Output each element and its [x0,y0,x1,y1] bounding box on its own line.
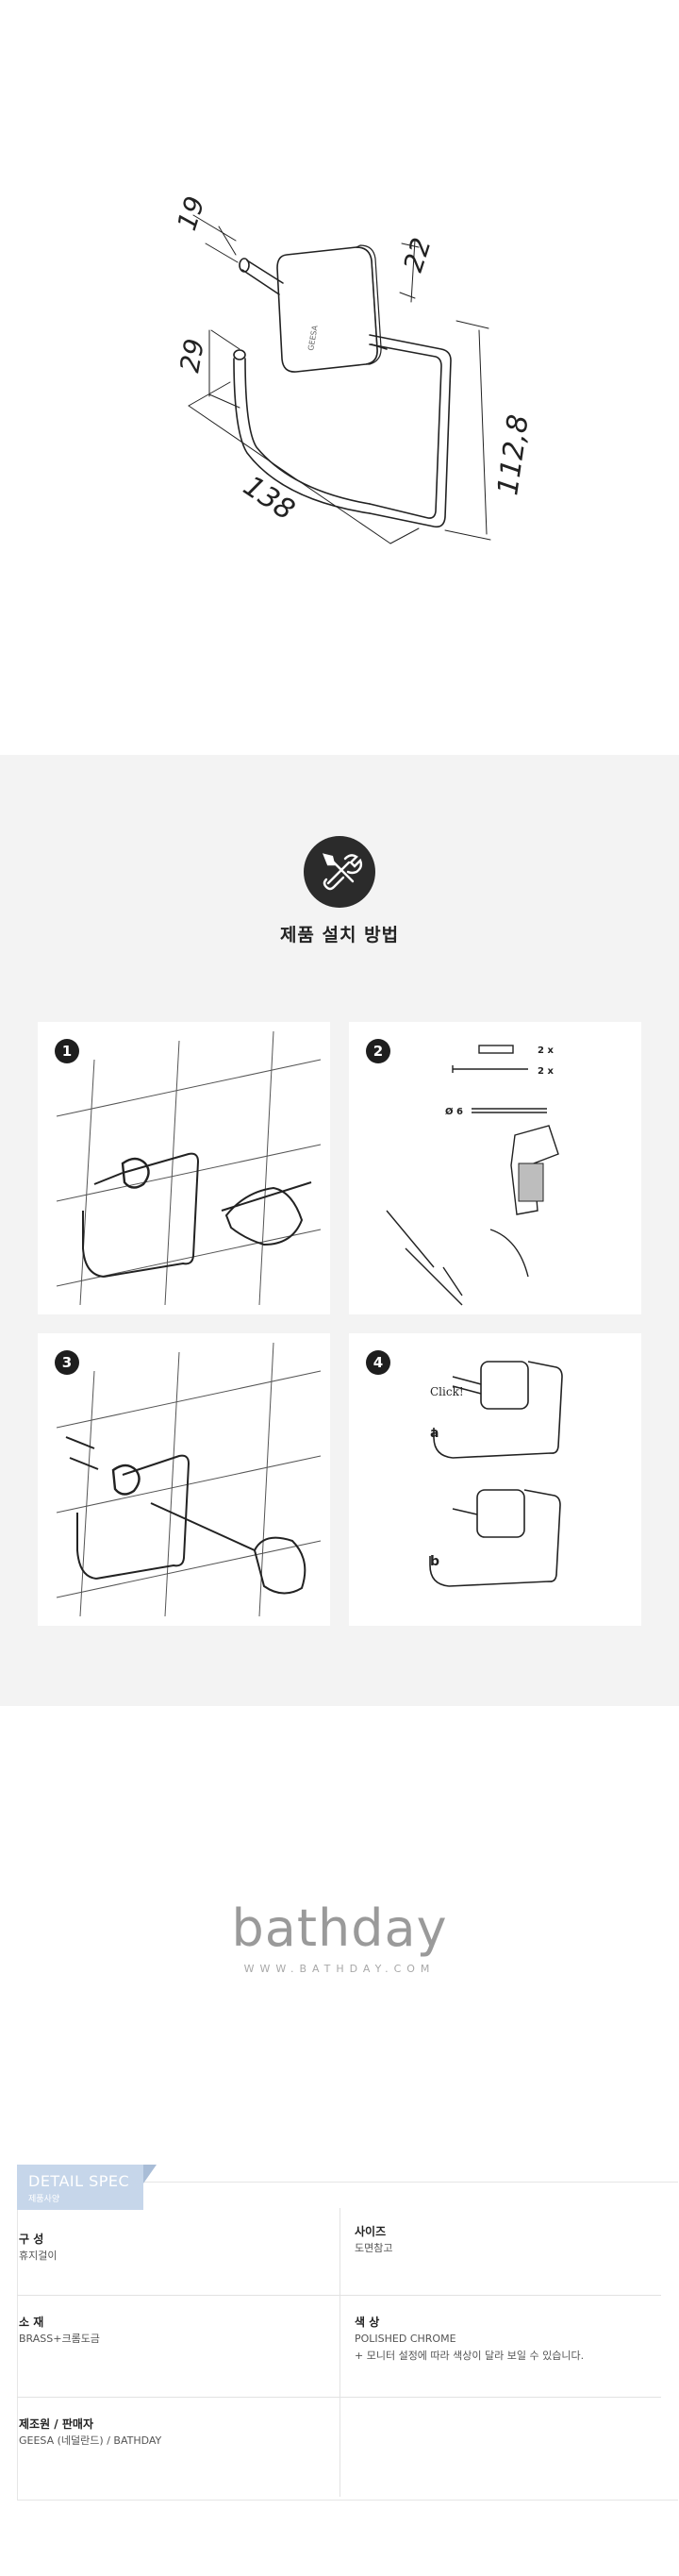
rose-logo-text: GEESA [306,325,320,352]
spec-tab-title: DETAIL SPEC [28,2172,130,2190]
spec-label-material: 소 재 [19,2316,44,2329]
spec-value-color: POLISHED CHROME [355,2333,456,2345]
spec-label-composition: 구 성 [19,2233,44,2246]
spec-row-divider [17,2295,661,2296]
spec-tab-subtitle: 제품사양 [28,2195,60,2204]
dim-22: 22 [397,234,437,276]
install-step-3: 3 [38,1333,330,1626]
spec-label-manufacturer: 제조원 / 판매자 [19,2417,93,2431]
brand-url: WWW.BATHDAY.COM [243,1963,436,1975]
spec-tab [17,2165,143,2210]
anchor-quantity: 2 x [538,1045,554,1056]
dim-19: 19 [171,192,210,234]
installation-title: 제품 설치 방법 [279,925,400,945]
spec-color-note: + 모니터 설정에 따라 색상이 달라 보일 수 있습니다. [355,2350,585,2362]
step-number: 4 [366,1350,390,1375]
install-step-4: Click! a b 4 [349,1333,641,1626]
step-number: 1 [55,1039,79,1063]
spec-value-size: 도면참고 [355,2242,393,2254]
dim-138: 138 [238,470,301,527]
step-number: 2 [366,1039,390,1063]
spec-label-size: 사이즈 [355,2225,387,2238]
option-b-label: b [430,1554,439,1569]
spec-label-color: 색 상 [355,2316,380,2329]
screw-quantity: 2 x [538,1066,554,1077]
dimension-drawing: 19 22 29 112,8 138 GEESA [171,192,536,544]
option-a-label: a [430,1426,439,1441]
brand-section [0,1706,679,2178]
step-1-illustration [56,1030,322,1306]
spec-value-composition: 휴지걸이 [19,2250,58,2262]
dim-29: 29 [174,336,210,375]
step-4-illustration: Click! a b [429,1361,563,1587]
wrench-screwdriver-icon [323,853,363,891]
dimension-drawing-section: 19 22 29 112,8 138 GEESA [0,0,679,755]
step-number: 3 [55,1350,79,1375]
spec-table [17,2182,678,2501]
step-3-illustration [56,1342,322,1617]
step-2-illustration: 2 x 2 x Ø 6 [386,1045,559,1306]
drill-size: Ø 6 [445,1106,463,1117]
spec-value-material: BRASS+크롬도금 [19,2333,100,2345]
install-step-2: 2 x 2 x Ø 6 2 [349,1022,641,1314]
install-step-1: 1 [38,1022,330,1314]
spec-row-divider [17,2397,661,2398]
brand-logo: bathday [231,1899,448,1958]
spec-tab-fold [143,2165,157,2183]
click-label: Click! [430,1385,464,1398]
tools-badge [304,836,375,908]
spec-value-manufacturer: GEESA (네덜란드) / BATHDAY [19,2434,162,2447]
dim-112-8: 112,8 [491,412,536,497]
